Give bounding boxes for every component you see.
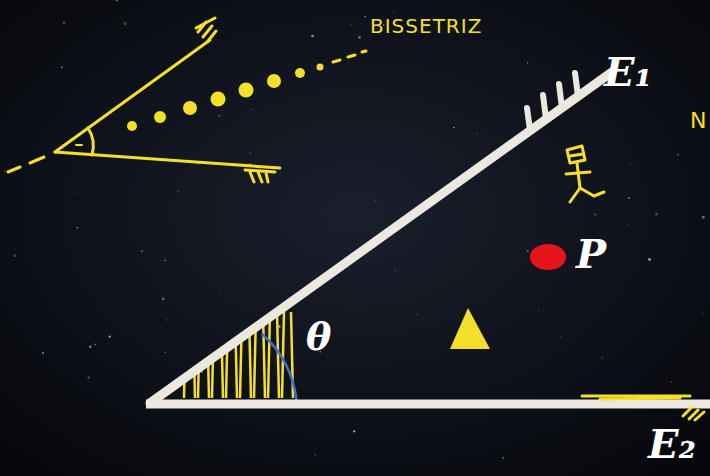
star <box>627 223 628 224</box>
star <box>626 343 628 345</box>
star <box>197 164 198 165</box>
star <box>252 109 253 110</box>
star <box>87 376 90 379</box>
star <box>109 335 111 337</box>
hatch-stroke <box>240 312 242 398</box>
star <box>177 190 179 192</box>
star <box>345 217 347 219</box>
hatch-stroke <box>249 312 251 398</box>
hatch-stroke <box>193 312 195 398</box>
star <box>630 163 631 164</box>
star <box>453 127 455 129</box>
mirror-e2 <box>146 400 710 409</box>
star <box>560 336 561 337</box>
star <box>703 313 704 314</box>
hatch-stroke <box>184 312 186 398</box>
star <box>476 133 477 134</box>
hatch-stroke <box>235 312 237 398</box>
point-object <box>530 244 566 270</box>
star <box>162 298 165 301</box>
star <box>395 269 396 270</box>
observer-figure <box>566 146 604 202</box>
star <box>250 152 251 153</box>
hatch-stroke <box>198 312 200 398</box>
mirror-e1-hatch <box>527 73 578 130</box>
star <box>350 24 351 25</box>
star <box>14 254 17 257</box>
bisector-sketch <box>8 18 280 182</box>
star <box>677 154 679 156</box>
star <box>364 16 366 18</box>
hatch-stroke <box>268 312 270 398</box>
hatch-stroke <box>207 312 209 398</box>
star <box>4 170 6 172</box>
star <box>374 200 375 201</box>
star <box>671 381 673 383</box>
angle-label: θ <box>306 318 331 356</box>
star <box>77 227 79 229</box>
star <box>63 22 65 24</box>
star <box>353 430 355 432</box>
star <box>42 352 44 354</box>
star <box>594 214 596 216</box>
hatch-stroke <box>277 312 279 398</box>
bisector-dots <box>127 64 324 132</box>
bisector-label: BISSETRIZ <box>370 16 482 36</box>
triangle-object <box>450 308 490 349</box>
star <box>124 22 127 25</box>
star <box>164 260 166 262</box>
star <box>61 67 63 69</box>
star <box>311 34 314 37</box>
star <box>141 250 143 252</box>
star <box>527 250 529 252</box>
star <box>502 457 504 459</box>
mirror-label: E₁ <box>604 52 652 92</box>
star <box>628 197 630 199</box>
mirror-label: E₂ <box>648 424 696 464</box>
mirror-e1 <box>150 72 612 403</box>
star <box>415 314 417 316</box>
mirror-e2-marks <box>582 396 704 420</box>
star <box>393 11 395 13</box>
angle-hatching <box>184 312 293 398</box>
hatch-stroke <box>282 312 284 398</box>
angle-arc <box>262 334 297 403</box>
hatch-stroke <box>226 312 228 398</box>
star <box>116 0 118 1</box>
star <box>89 345 92 348</box>
star <box>58 32 59 33</box>
star <box>527 62 528 63</box>
star <box>538 310 539 311</box>
star <box>165 351 166 352</box>
star <box>634 270 636 272</box>
star <box>218 115 220 117</box>
stars <box>4 0 705 459</box>
star <box>94 344 96 346</box>
star <box>219 292 221 294</box>
bisector-dashes <box>333 51 366 62</box>
note-letter: N <box>690 110 706 132</box>
star <box>315 454 316 455</box>
star <box>166 319 167 320</box>
star <box>702 216 705 219</box>
star <box>358 36 361 39</box>
point-label: P <box>576 234 606 274</box>
star <box>648 258 651 261</box>
star <box>601 356 603 358</box>
star <box>74 192 75 193</box>
star <box>655 213 658 216</box>
